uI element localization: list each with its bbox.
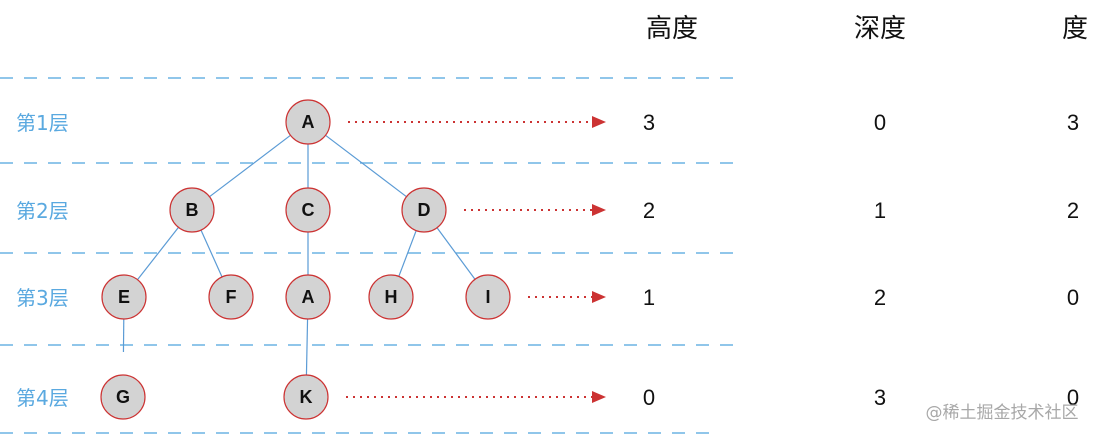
edge-a2-k (305, 318, 309, 376)
level-separators (0, 77, 735, 434)
node-label: I (485, 287, 490, 307)
node-label: F (226, 287, 237, 307)
degree-value-level-3: 0 (1067, 285, 1079, 310)
tree-nodes: A B C D E F A H I G K (100, 99, 511, 420)
tree-edges (122, 134, 476, 376)
node-label: G (116, 387, 130, 407)
level-label-2: 第2层 (16, 199, 69, 223)
node-circle (285, 274, 331, 320)
height-value-level-1: 3 (643, 110, 655, 135)
arrow-head-level-2 (592, 204, 606, 216)
node-circle (368, 274, 414, 320)
level-label-4: 第4层 (16, 386, 69, 410)
arrow-head-level-4 (592, 391, 606, 403)
node-circle (285, 187, 331, 233)
node-label: B (186, 200, 199, 220)
tree-node-d: D (401, 187, 447, 233)
node-circle (101, 274, 147, 320)
depth-value-level-4: 3 (874, 385, 886, 410)
tree-node-h: H (368, 274, 414, 320)
height-value-level-4: 0 (643, 385, 655, 410)
node-label: H (385, 287, 398, 307)
degree-value-level-1: 3 (1067, 110, 1079, 135)
node-label: D (418, 200, 431, 220)
tree-node-f: F (208, 274, 254, 320)
degree-value-level-2: 2 (1067, 198, 1079, 223)
degree-header: 度 (1062, 14, 1088, 44)
edge-a1-b (209, 134, 291, 198)
tree-node-b: B (169, 187, 215, 233)
edge-d-i (436, 227, 476, 280)
edge-d-h (398, 230, 417, 277)
degree-value-level-4: 0 (1067, 385, 1079, 410)
tree-node-a2: A (285, 274, 331, 320)
node-label: A (302, 287, 315, 307)
node-label: E (118, 287, 130, 307)
level-values: 3 0 3 2 1 2 1 2 0 0 3 0 (643, 110, 1079, 410)
height-value-level-3: 1 (643, 285, 655, 310)
arrow-head-level-3 (592, 291, 606, 303)
depth-value-level-2: 1 (874, 198, 886, 223)
level-label-3: 第3层 (16, 286, 69, 310)
tree-node-g: G (100, 374, 146, 420)
level-arrows (346, 116, 606, 403)
depth-value-level-3: 2 (874, 285, 886, 310)
tree-node-k: K (283, 374, 329, 420)
depth-value-level-1: 0 (874, 110, 886, 135)
height-value-level-2: 2 (643, 198, 655, 223)
node-circle (285, 99, 331, 145)
edge-b-e (137, 226, 179, 281)
node-label: C (302, 200, 315, 220)
node-circle (401, 187, 447, 233)
tree-node-e: E (101, 274, 147, 320)
depth-header: 深度 (854, 14, 906, 44)
edge-b-f (200, 229, 223, 278)
node-circle (169, 187, 215, 233)
arrow-head-level-1 (592, 116, 606, 128)
node-label: K (300, 387, 313, 407)
level-label-1: 第1层 (16, 111, 69, 135)
edge-a1-d (325, 134, 407, 198)
node-circle (465, 274, 511, 320)
tree-node-i: I (465, 274, 511, 320)
height-header: 高度 (646, 14, 698, 44)
node-label: A (302, 112, 315, 132)
node-circle (208, 274, 254, 320)
node-circle (100, 374, 146, 420)
watermark: @稀土掘金技术社区 (926, 403, 1079, 423)
tree-node-c: C (285, 187, 331, 233)
tree-node-a1: A (285, 99, 331, 145)
node-circle (283, 374, 329, 420)
